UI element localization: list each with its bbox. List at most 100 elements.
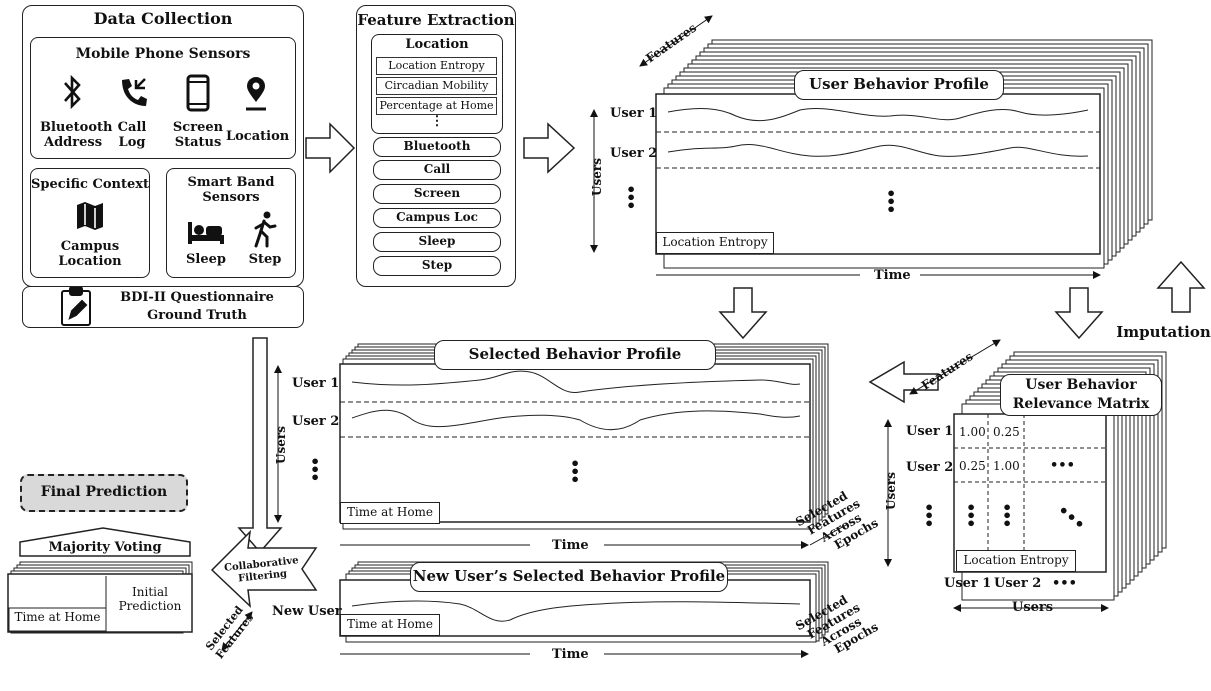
sleep-label: Sleep [186, 252, 226, 267]
selected-epochs-axis [809, 524, 847, 546]
specific-context-title: Specific Context [31, 177, 149, 192]
profile-user1-label: User 1 [610, 106, 658, 121]
walking-icon [252, 210, 278, 248]
feature-call: Call [373, 160, 501, 180]
selected-stack [339, 343, 829, 530]
users-axis-label: Users [589, 158, 604, 196]
new-profile-tag: Time at Home [340, 614, 440, 636]
selected-user2-label: User 2 [292, 414, 340, 429]
majority-voting-arrow [19, 527, 191, 557]
final-prediction-box [20, 474, 188, 512]
block-arrow-imputation-up [1156, 260, 1206, 313]
profile-stack [655, 39, 1153, 269]
step-label: Step [248, 252, 282, 267]
relevance-col2-label: User 2 [994, 576, 1042, 591]
phone-icon [118, 76, 148, 108]
collaborative-filtering-arrow [210, 529, 318, 608]
matrix-col2-ellipsis: ••• [1002, 498, 1013, 533]
bluetooth-icon [60, 74, 84, 110]
data-collection-title: Data Collection [93, 9, 233, 28]
features-axis [639, 15, 713, 67]
profile-center-ellipsis: ••• [886, 184, 897, 219]
relevance-bottom-users: Users [1012, 600, 1054, 615]
profile-row-ellipsis: ••• [626, 180, 637, 215]
matrix-cell-1-2: 0.25 [993, 425, 1020, 439]
matrix-cell-2-1: 0.25 [959, 459, 986, 473]
block-arrow-to-relevance [1054, 287, 1104, 340]
selected-users-axis-label: Users [273, 426, 288, 464]
location-entropy-feature: Location Entropy [376, 57, 497, 75]
new-profile-title-box [410, 562, 728, 592]
selected-user2-curve [351, 409, 801, 431]
location-more: ⋮ [430, 114, 444, 129]
feature-campus-loc: Campus Loc [373, 208, 501, 228]
feature-bluetooth: Bluetooth [373, 137, 501, 157]
percentage-home-feature: Percentage at Home [376, 97, 497, 115]
feature-screen: Screen [373, 184, 501, 204]
majority-voting-label: Majority Voting [48, 540, 162, 555]
selected-user1-label: User 1 [292, 376, 340, 391]
location-pin-icon [244, 76, 268, 114]
user1-curve [667, 108, 1089, 122]
selected-user1-curve [351, 370, 801, 393]
profile-time-label: Time [874, 268, 911, 283]
selected-row-ellipsis: ••• [310, 452, 321, 487]
mobile-sensors-panel [30, 37, 296, 159]
block-arrow-collection-to-extraction [305, 122, 356, 174]
matrix-cell-2-2: 1.00 [993, 459, 1020, 473]
smart-band-panel [166, 168, 296, 278]
selected-title: Selected Behavior Profile [468, 345, 682, 363]
matrix-left-ellipsis: ••• [924, 498, 935, 533]
matrix-col1-ellipsis: ••• [966, 498, 977, 533]
circadian-mobility-feature: Circadian Mobility [376, 77, 497, 95]
user-profile-title-box [794, 70, 1004, 100]
relevance-row1-label: User 1 [906, 424, 954, 439]
relevance-col1-label: User 1 [944, 576, 992, 591]
location-label: Location [226, 129, 290, 144]
relevance-row2-label: User 2 [906, 460, 954, 475]
block-arrow-profile-down [718, 287, 768, 340]
relevance-tag: Location Entropy [956, 550, 1076, 572]
bed-icon [186, 218, 226, 246]
location-feature-title: Location [405, 37, 469, 52]
selected-center-ellipsis: ••• [570, 454, 581, 489]
selected-tag: Time at Home [340, 502, 440, 524]
mobile-sensors-title: Mobile Phone Sensors [75, 46, 251, 62]
relevance-col-ellipsis: ••• [1052, 576, 1077, 591]
profile-tag: Location Entropy [656, 232, 774, 254]
new-user-curve [351, 600, 801, 622]
relevance-title-box [1000, 374, 1162, 416]
block-arrow-questionnaire-down [237, 337, 283, 554]
imputation-label: Imputation [1116, 323, 1211, 341]
relevance-users-axis-label: Users [883, 472, 898, 510]
map-icon [75, 200, 105, 232]
final-prediction-title: Final Prediction [40, 484, 168, 500]
selected-title-box [434, 340, 716, 370]
matrix-cell-1-1: 1.00 [959, 425, 986, 439]
user-profile-title: User Behavior Profile [809, 75, 989, 93]
relevance-features-axis [909, 339, 1001, 395]
matrix-row2-ellipsis: ••• [1050, 458, 1075, 473]
clipboard-icon [61, 286, 91, 326]
feature-sleep: Sleep [373, 232, 501, 252]
feature-step: Step [373, 256, 501, 276]
new-profile-title: New User’s Selected Behavior Profile [412, 567, 726, 585]
new-profile-time-label: Time [552, 647, 589, 662]
smartphone-icon [186, 74, 210, 112]
questionnaire-panel [22, 286, 304, 328]
new-user-label: New User [272, 604, 342, 619]
block-arrow-extraction-to-profile [523, 122, 576, 174]
selected-time-label: Time [552, 538, 589, 553]
profile-user2-label: User 2 [610, 146, 658, 161]
feature-extraction-title: Feature Extraction [357, 11, 515, 29]
user2-curve [667, 144, 1089, 157]
prediction-tag: Time at Home [14, 610, 101, 624]
